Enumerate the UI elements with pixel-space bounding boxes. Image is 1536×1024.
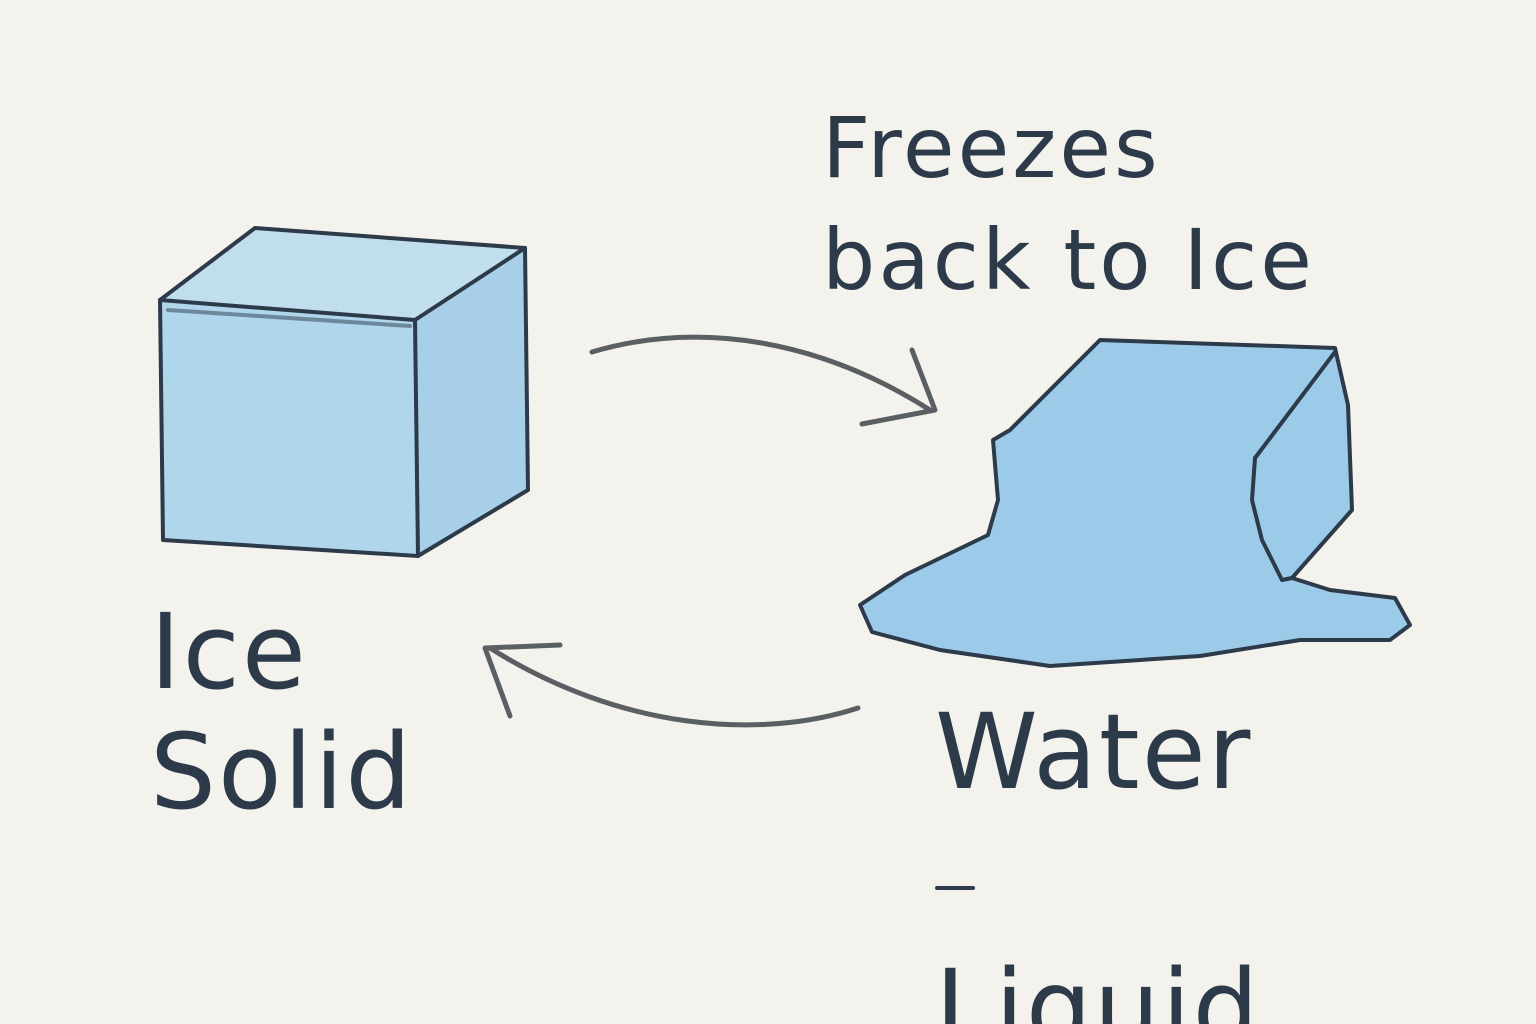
water-name: Water bbox=[935, 691, 1253, 813]
ice-name: Ice bbox=[150, 591, 308, 713]
caption-line-2: back to Ice bbox=[822, 211, 1315, 309]
water-label: Water Liquid bbox=[935, 688, 1261, 1024]
ice-label: Ice Solid bbox=[150, 592, 413, 832]
caption-line-1: Freezes bbox=[822, 99, 1161, 197]
dash-mark bbox=[935, 885, 975, 890]
water-state: Liquid bbox=[935, 947, 1261, 1024]
curved-arrow-left-icon bbox=[482, 642, 861, 728]
water-state-row: Liquid bbox=[935, 816, 1261, 1024]
ice-state: Solid bbox=[150, 711, 414, 833]
ice-cube-icon bbox=[158, 226, 530, 558]
freezes-caption: Freezes back to Ice bbox=[822, 92, 1315, 316]
melting-puddle-icon bbox=[858, 338, 1412, 668]
curved-arrow-right-icon bbox=[589, 334, 938, 427]
